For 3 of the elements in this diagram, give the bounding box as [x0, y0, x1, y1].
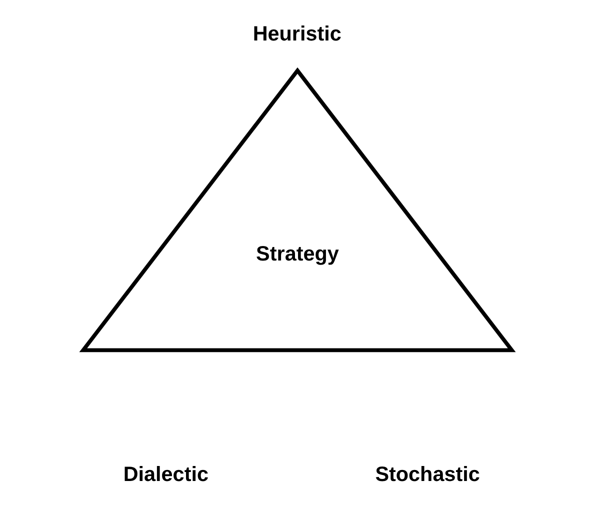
- label: Dialectic: [123, 462, 208, 486]
- label: Stochastic: [375, 462, 480, 486]
- label: Heuristic: [252, 22, 342, 46]
